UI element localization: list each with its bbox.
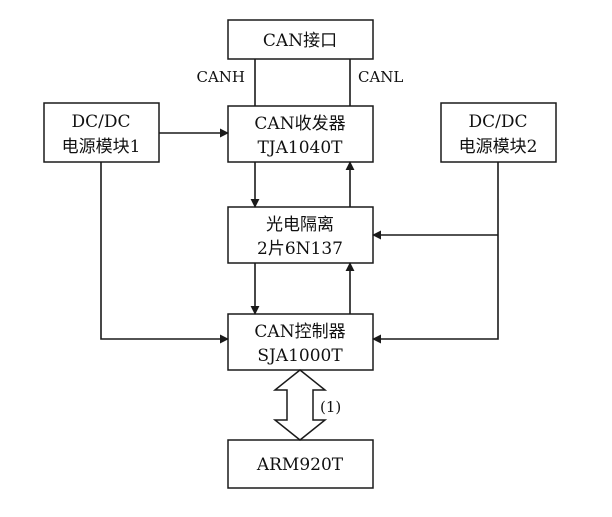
parallel-bus-arrow [272,369,328,441]
dcdc1-label: DC/DC [71,112,130,132]
can-transceiver-label: CAN收发器 [254,114,345,134]
opto-isolation-label: 光电隔离 [266,215,334,235]
dcdc1-sublabel: 电源模块1 [62,137,141,157]
can-transceiver-part: TJA1040T [257,138,343,158]
dcdc2-label: DC/DC [468,112,527,132]
canh-label: CANH [196,68,245,86]
arm-label: ARM920T [256,455,344,475]
canl-label: CANL [358,68,403,86]
opto-isolation-part: 2片6N137 [257,239,343,259]
dcdc2-sublabel: 电源模块2 [459,137,538,157]
can-transceiver-block: CAN收发器 TJA1040T [227,105,374,163]
can-interface-block: CAN接口 [227,19,374,60]
dcdc-power-module-2-block: DC/DC 电源模块2 [440,102,557,163]
can-interface-label: CAN接口 [263,31,337,51]
dcdc1-to-controller-arrow [100,162,229,344]
dcdc2-to-controller-arrow [372,162,499,344]
dcdc-power-module-1-block: DC/DC 电源模块1 [43,102,160,163]
can-controller-label: CAN控制器 [254,322,345,342]
can-controller-part: SJA1000T [257,346,343,366]
opto-isolation-block: 光电隔离 2片6N137 [227,206,374,264]
bus-label: (1) [320,398,341,416]
can-controller-block: CAN控制器 SJA1000T [227,313,374,371]
arm920t-block: ARM920T [227,439,374,489]
